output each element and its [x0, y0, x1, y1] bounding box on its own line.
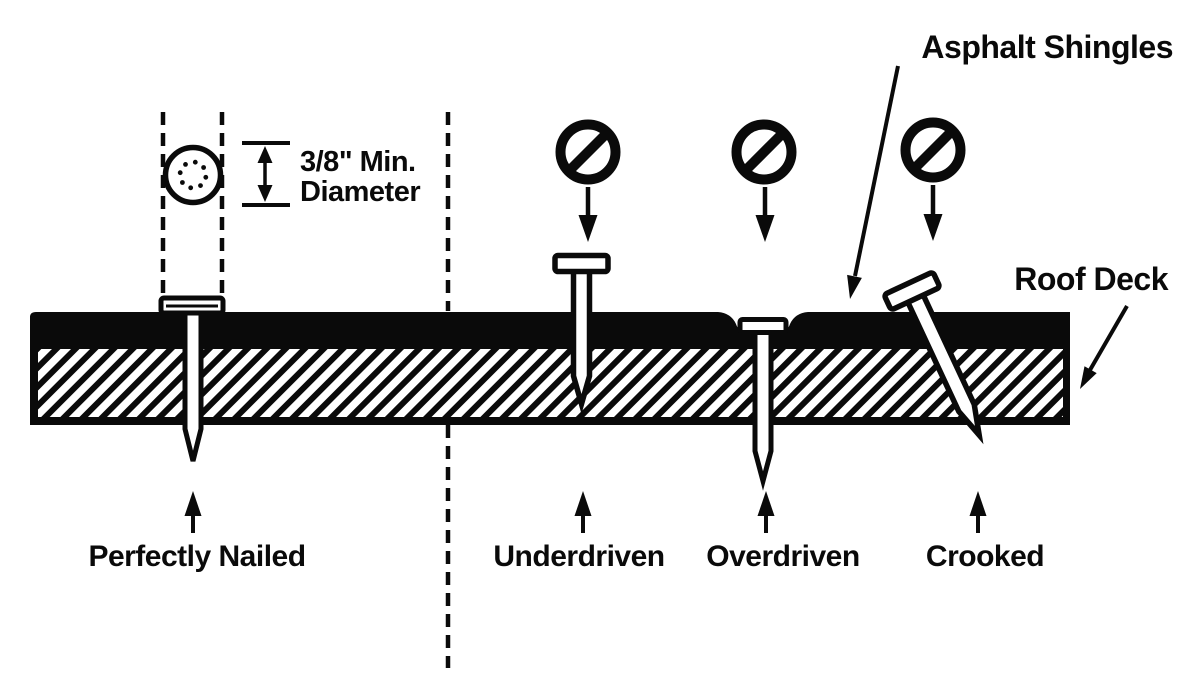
- up-arrow-icon: [184, 491, 202, 516]
- measurement-arrowhead-down-icon: [257, 185, 273, 202]
- roof-deck-label: Roof Deck: [1014, 261, 1168, 297]
- asphalt-shingles-label: Asphalt Shingles: [921, 29, 1173, 65]
- no-symbol-overdriven: [731, 119, 797, 242]
- guide-lines: [160, 112, 451, 668]
- measurement-label-line2: Diameter: [300, 176, 420, 208]
- measurement-arrowhead-up-icon: [257, 146, 273, 163]
- roof-deck-arrow-shaft: [1088, 304, 1129, 372]
- up-arrow-icon: [757, 491, 775, 516]
- roof-deck-hatching: [38, 348, 1063, 417]
- callout-roof-deck: Roof Deck: [1014, 261, 1169, 389]
- nail-head-circle: [162, 144, 224, 206]
- down-arrow-icon: [578, 215, 598, 242]
- asphalt-shingles-arrow-shaft: [853, 65, 900, 277]
- label-underdriven: Underdriven: [493, 491, 665, 573]
- no-symbol-underdriven: [555, 119, 621, 242]
- nail-underdriven-head: [552, 252, 611, 275]
- no-symbol-crooked: [900, 117, 966, 241]
- nail-underdriven: [552, 252, 611, 415]
- nail-overdriven-head: [737, 317, 789, 335]
- label-perfectly-nailed: Perfectly Nailed: [88, 491, 306, 573]
- underdriven-label: Underdriven: [493, 540, 664, 573]
- nail-perfect-shank: [182, 303, 204, 462]
- asphalt-shingle-layer: [30, 312, 1070, 349]
- perfectly-nailed-label: Perfectly Nailed: [88, 540, 305, 573]
- no-symbol-icon: [900, 117, 966, 183]
- nail-perfect: [158, 295, 226, 462]
- nail-underdriven-shank: [570, 265, 593, 415]
- up-arrow-icon: [574, 491, 592, 516]
- nail-head-grip-dots: [177, 159, 209, 191]
- down-arrow-icon: [755, 215, 775, 242]
- no-symbol-icon: [555, 119, 621, 185]
- up-arrow-icon: [969, 491, 987, 516]
- nail-head-top-view-icon: [162, 144, 224, 206]
- no-symbol-slash-icon: [909, 126, 957, 174]
- label-overdriven: Overdriven: [706, 491, 860, 573]
- down-arrow-icon: [923, 214, 943, 241]
- measurement-label-line1: 3/8" Min.: [300, 146, 416, 178]
- label-crooked: Crooked: [926, 491, 1045, 573]
- nail-overdriven: [737, 317, 789, 491]
- callout-asphalt-shingles: Asphalt Shingles: [847, 29, 1174, 299]
- roof-deck-arrowhead-icon: [1080, 366, 1097, 389]
- nail-overdriven-shank: [752, 327, 774, 491]
- crooked-label: Crooked: [926, 540, 1044, 573]
- no-symbol-icon: [731, 119, 797, 185]
- no-symbol-slash-icon: [564, 128, 612, 176]
- nail-crooked: [882, 270, 984, 445]
- asphalt-shingles-arrowhead-icon: [847, 274, 862, 299]
- diameter-measurement: 3/8" Min. Diameter: [242, 141, 421, 208]
- overdriven-label: Overdriven: [706, 540, 859, 573]
- nail-crooked-head: [882, 270, 942, 312]
- no-symbol-slash-icon: [740, 128, 788, 176]
